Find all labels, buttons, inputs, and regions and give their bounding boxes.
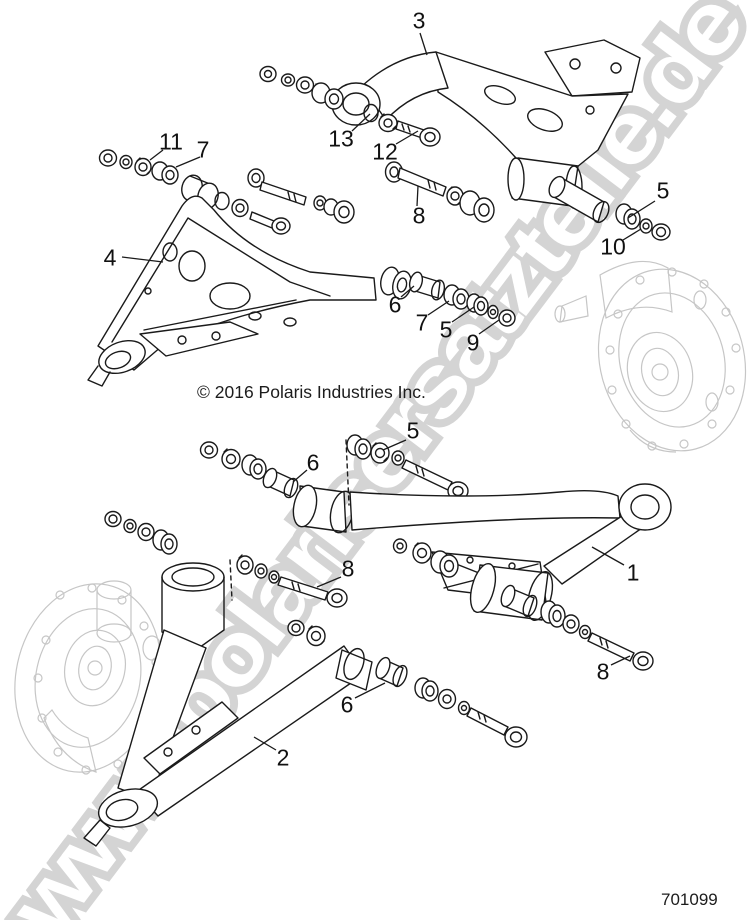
callout-7-upper: 7 [196,136,210,163]
callout-8-lower: 8 [596,658,610,685]
stack-above-arm2 [104,510,233,601]
callout-6-arm4: 6 [388,291,402,318]
callout-6-middle: 6 [306,449,320,476]
callout-7-arm4: 7 [415,309,429,336]
upper-arm-bushing-stack-left [259,65,344,110]
callout-8-middle: 8 [341,555,355,582]
part-number: 701099 [661,890,718,909]
front-lower-control-arm [83,562,373,847]
callout-5-arm1: 5 [406,417,420,444]
bolt-12 [395,120,441,147]
bolt-8-upper [384,161,495,223]
callout-2: 2 [276,744,290,771]
copyright-notice: © 2016 Polaris Industries Inc. [197,382,426,402]
callout-leader-lines [121,32,656,751]
callout-4: 4 [103,244,117,271]
callout-5-right: 5 [656,177,670,204]
stack-6-bottom [287,619,528,748]
callout-5-arm4: 5 [439,316,453,343]
stack-8-lower-right [500,584,654,671]
callout-11: 11 [159,128,183,155]
callout-12: 12 [372,138,398,165]
stack-5-lower [345,434,469,506]
callout-3: 3 [412,7,426,34]
callout-8-upper: 8 [412,202,426,229]
callout-1: 1 [626,559,640,586]
callout-6-bottom: 6 [340,691,354,718]
bushing-stack-11-7 [98,149,179,185]
knuckle-hub-ghost-right [554,260,747,453]
rear-right-control-arm [292,483,672,622]
front-left-control-arm [87,174,412,387]
callout-13: 13 [328,125,354,152]
bolts-above-arm4 [231,168,355,235]
callout-9: 9 [466,329,480,356]
callout-10: 10 [600,233,626,260]
spacer-stack-5-10 [548,175,671,241]
stack-6-middle [199,441,299,499]
stack-above-arm1 [392,538,459,578]
stack-8-middle-left [236,554,348,608]
